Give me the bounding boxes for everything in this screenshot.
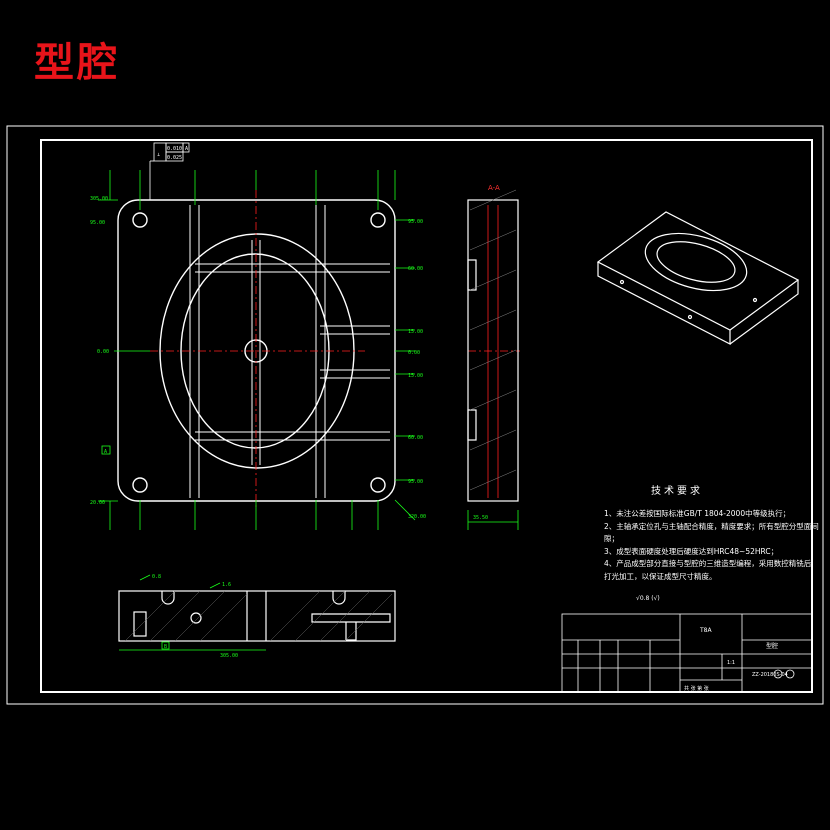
inner-frame (40, 139, 813, 693)
outer-frame (6, 125, 824, 705)
iso-view (596, 211, 800, 345)
tb-name: 型腔 (766, 642, 778, 650)
svg-text:35.50: 35.50 (473, 515, 488, 521)
tb-sheet: 共 张 第 张 (684, 685, 709, 692)
tech-line: 3、成型表面硬度处理后硬度达到HRC48~52HRC； (604, 546, 779, 556)
tech-line: 1、未注公差按国际标准GB/T 1804-2000中等级执行； (604, 509, 791, 518)
front-hatch (124, 590, 393, 642)
section-label: A-A (488, 184, 500, 192)
svg-text:60.00: 60.00 (408, 266, 423, 272)
svg-text:320.00: 320.00 (408, 514, 426, 520)
tech-notes: 1、未注公差按国际标准GB/T 1804-2000中等级执行； 2、主轴承定位孔… (604, 508, 830, 583)
svg-text:15.00: 15.00 (408, 373, 423, 379)
dim-text-top: 305.00 (90, 196, 108, 202)
surface-finish-2: 1.6 (222, 582, 231, 588)
tolerance-frame (101, 142, 190, 455)
dim-text-bottom: 20.00 (90, 500, 105, 506)
tech-title: 技术要求 (651, 486, 703, 497)
svg-text:60.00: 60.00 (408, 435, 423, 441)
dimension-lines (98, 170, 519, 530)
svg-text:95.00: 95.00 (408, 219, 423, 225)
tb-scale: 1:1 (727, 660, 735, 666)
tech-line: 2、主轴承定位孔与主轴配合精度，精度要求；所有型腔分型面间隙； (604, 521, 819, 544)
tol-symbol: ⊥ (157, 152, 160, 158)
front-view (118, 590, 396, 642)
tb-drawing-no: ZZ-20180S-04 (752, 672, 788, 678)
section-hatch (469, 189, 517, 491)
datum-b-tag: B (164, 644, 167, 650)
tech-line: 打光加工，以保证成型尺寸精度。 (604, 571, 717, 581)
section-view (467, 199, 519, 502)
top-view (117, 199, 396, 502)
page-title: 型腔 (34, 39, 120, 86)
roughness-note: √0.8 (√) (636, 595, 660, 602)
svg-text:0.00: 0.00 (408, 350, 420, 356)
svg-text:15.00: 15.00 (408, 329, 423, 335)
centerlines (150, 190, 520, 510)
dim-text-left: 95.00 (90, 220, 105, 226)
tol-datum: A (185, 146, 188, 152)
tol-flatness-1: 0.010 (167, 146, 182, 152)
dim-texts: 305.00 95.00 20.00 0.00 95.00 60.00 15.0… (90, 196, 488, 521)
datum-a-tag: A (104, 449, 107, 455)
svg-text:0.00: 0.00 (97, 349, 109, 355)
tech-line: 4、产品成型部分直接与型腔的三维造型编程，采用数控精铣后 (604, 559, 812, 568)
tol-flatness-2: 0.025 (167, 155, 182, 161)
front-dim: 305.00 (220, 653, 238, 659)
title-block (561, 613, 813, 693)
tb-material: T8A (699, 627, 712, 634)
surface-finish-1: 0.8 (152, 574, 161, 580)
svg-text:95.00: 95.00 (408, 479, 423, 485)
